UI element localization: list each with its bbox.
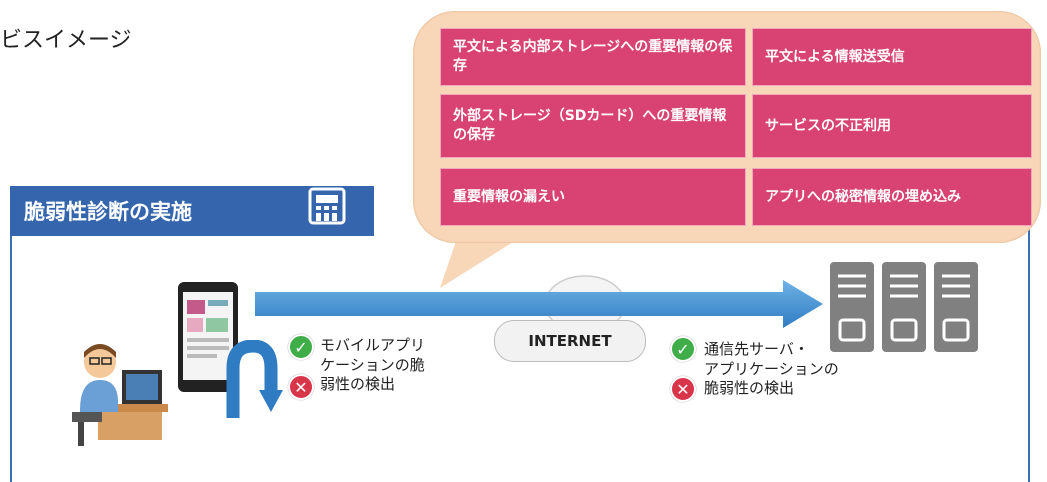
check-circle-icon: ✓ — [288, 334, 314, 360]
risk-item: アプリへの秘密情報の埋め込み — [752, 168, 1032, 226]
diagnosis-panel — [10, 186, 1030, 482]
check-circle-icon: ✓ — [670, 336, 696, 362]
label-line: アプリケーションの — [704, 359, 839, 378]
label-line: 弱性の検出 — [320, 375, 396, 393]
app-check-label: モバイルアプリ ケーションの脆 弱性の検出 — [320, 336, 425, 395]
risk-item: 外部ストレージ（SDカード）への重要情報の保存 — [440, 94, 746, 158]
panel-title: 脆弱性診断の実施 — [10, 186, 374, 236]
server-check-label: 通信先サーバ・ アプリケーションの 脆弱性の検出 — [704, 340, 839, 399]
risk-item: サービスの不正利用 — [752, 94, 1032, 158]
server-rack-icon — [830, 262, 978, 352]
risk-item: 平文による内部ストレージへの重要情報の保存 — [440, 28, 746, 86]
building-icon — [308, 187, 346, 225]
person-at-desk-icon — [72, 344, 168, 446]
smartphone-icon — [178, 282, 238, 392]
risk-item: 重要情報の漏えい — [440, 168, 746, 226]
label-line: 通信先サーバ・ — [704, 340, 809, 358]
label-line: 脆弱性の検出 — [704, 379, 795, 397]
traffic-arrow — [255, 280, 823, 328]
cross-circle-icon: ✕ — [670, 376, 696, 402]
page-caption: ビスイメージ — [0, 28, 132, 53]
cross-circle-icon: ✕ — [288, 374, 314, 400]
label-line: ケーションの脆 — [320, 355, 425, 374]
u-turn-arrow — [226, 340, 283, 418]
label-line: モバイルアプリ — [320, 336, 426, 354]
risk-item: 平文による情報送受信 — [752, 28, 1032, 86]
internet-node: INTERNET — [494, 320, 646, 362]
